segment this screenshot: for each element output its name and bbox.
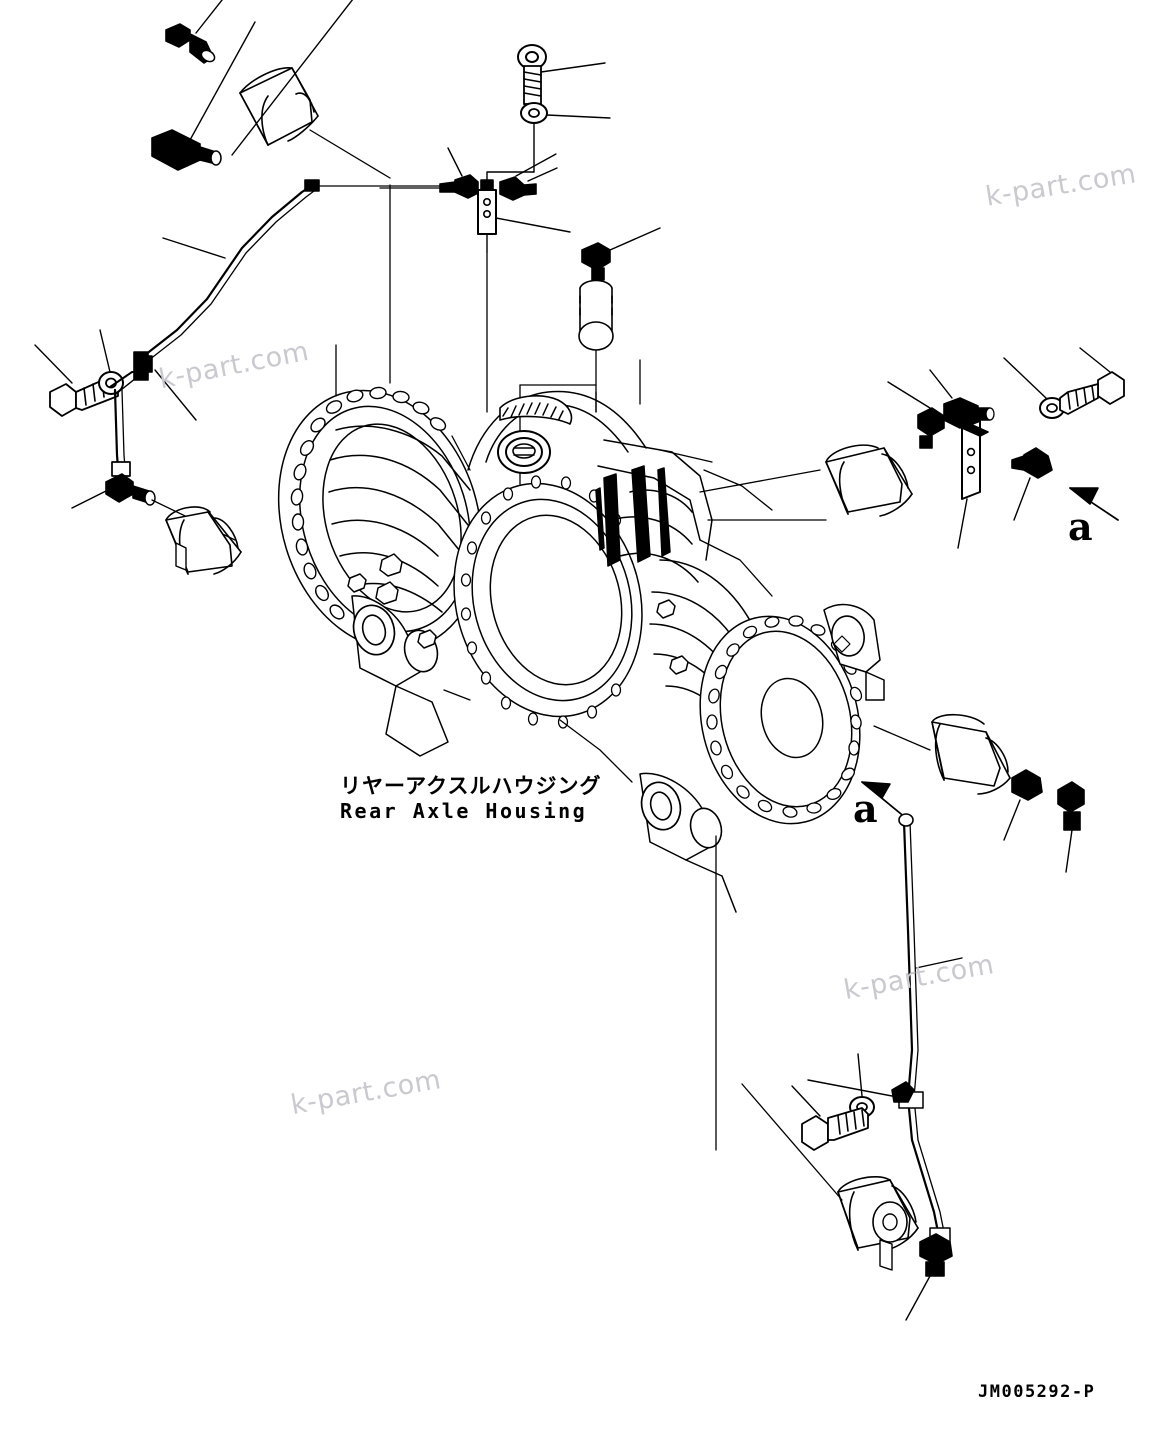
elbow-fitting-right (917, 407, 945, 449)
drawing-number: JM005292-P (978, 1382, 1096, 1402)
clamp-bottom (891, 1081, 915, 1103)
bolt-right-lower (1057, 781, 1085, 831)
bolt-right (1059, 371, 1125, 415)
connector-top-left (439, 174, 479, 199)
washer-right (1039, 397, 1065, 419)
washer-top (520, 102, 548, 124)
part-name-japanese: リヤーアクスルハウジング (340, 774, 602, 798)
section-arrow-upper (1069, 487, 1119, 521)
tube-upper-left (133, 179, 320, 381)
connector-right (943, 397, 995, 429)
banjo-bolt-top (517, 44, 547, 111)
tube-left (111, 388, 131, 477)
elbow-fitting-bottom (919, 1233, 953, 1277)
hose-tl (239, 67, 319, 146)
bolt-bottom (801, 1107, 869, 1151)
section-arrow-lower (861, 781, 907, 819)
hose-bottom (837, 1176, 919, 1271)
hose-center (578, 279, 614, 351)
connector-tl (151, 129, 222, 171)
hose-right (825, 444, 913, 517)
plug-right (1011, 447, 1053, 479)
hose-left (165, 506, 242, 575)
part-name-english: Rear Axle Housing (340, 798, 588, 823)
section-marker-a-upper: a (1068, 504, 1093, 549)
part-name-label: リヤーアクスルハウジング Rear Axle Housing (340, 774, 602, 823)
elbow-fitting-tl (165, 23, 216, 64)
plug-right-lower (1011, 769, 1043, 801)
section-marker-a-lower: a (853, 786, 878, 831)
tube-bottom (898, 813, 951, 1243)
axle-housing (277, 386, 885, 913)
connector-top-right (499, 176, 537, 201)
tee-block-top (477, 123, 535, 253)
elbow-fitting-left (105, 473, 156, 506)
clamp-left (109, 355, 153, 395)
hose-right-lower (931, 713, 1011, 795)
block-right (961, 420, 989, 500)
elbow-fitting-mid (581, 242, 611, 281)
